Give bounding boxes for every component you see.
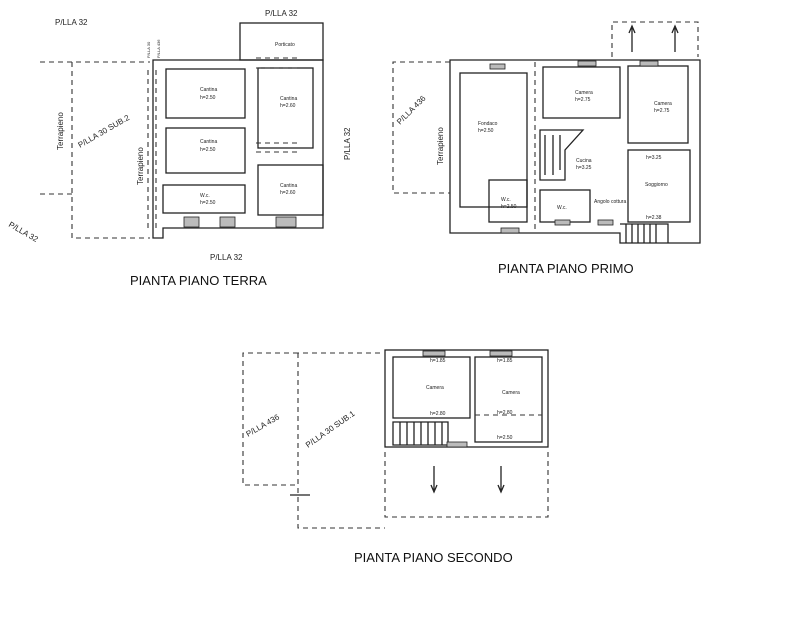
plan-title: PIANTA PIANO SECONDO (354, 550, 513, 565)
room-height: h=1.85 (497, 358, 513, 364)
room-height: h=2.50 (497, 435, 513, 441)
room-label: Camera (426, 385, 444, 391)
room-soggiorno (627, 149, 691, 223)
room-label: W.c. (557, 205, 567, 211)
window (554, 219, 571, 226)
room-wc (488, 179, 528, 223)
room-label: W.c. (200, 193, 210, 199)
room-height: h=2.75 (654, 108, 670, 114)
label-terrapieno: Terrapieno (436, 127, 445, 165)
label-plla-30-sub1: P/LLA 30 SUB.1 (304, 409, 357, 450)
room-label: Camera (502, 390, 520, 396)
label-plla-436: P/LLA 436 (245, 412, 282, 439)
room-label: Fondaco (478, 121, 498, 127)
room-camera-2 (474, 356, 543, 443)
room-label: Soggiorno (645, 182, 668, 188)
label-plla: P/LLA 32 (55, 18, 88, 27)
window (183, 216, 200, 228)
room-label: Camera (575, 90, 593, 96)
label-plla: P/LLA 32 (343, 127, 352, 160)
second-building-outline (384, 349, 549, 448)
room-height: h=2.50 (478, 128, 494, 134)
ground-building-outline (152, 59, 324, 239)
window (275, 216, 297, 228)
room-height: h=2.50 (200, 200, 216, 206)
ground-dashed-lines (40, 57, 300, 239)
plan-title: PIANTA PIANO PRIMO (498, 261, 634, 276)
room-label: Angolo cottura (594, 199, 626, 205)
room-height: h=2.50 (200, 95, 216, 101)
room-label: W.c. (501, 197, 511, 203)
window (446, 441, 468, 448)
room-camera-1 (542, 66, 621, 119)
room-height: h=3.25 (646, 155, 662, 161)
plan-ground-floor: P/LLA 32 P/LLA 32 P/LLA 32 P/LLA 32 P/LL… (7, 9, 352, 288)
label-plla: P/LLA 32 (210, 253, 243, 262)
label-plla-436: P/LLA 436 (395, 94, 428, 127)
window (219, 216, 236, 228)
label-plla: P/LLA 32 (265, 9, 298, 18)
staircase (539, 129, 585, 181)
room-label: Cucina (576, 158, 592, 164)
room-label: Cantina (280, 183, 297, 189)
room-height: h=2.80 (430, 411, 446, 417)
room-height: h=2.50 (501, 204, 517, 210)
window (577, 60, 597, 67)
room-height: h=2.75 (575, 97, 591, 103)
room-fondaco (459, 72, 528, 208)
room-height: h=1.85 (430, 358, 446, 364)
down-arrows-icon (290, 466, 505, 496)
room-wc (162, 184, 246, 214)
window (597, 219, 614, 226)
label-plla-30-sub2: P/LLA 30 SUB.2 (77, 113, 132, 150)
first-dashed-lines (392, 21, 699, 233)
room-cantina-4 (257, 164, 324, 216)
parcel-mark: P/LLA 30 (146, 41, 151, 58)
room-label: Camera (654, 101, 672, 107)
room-cantina-2 (165, 127, 246, 174)
room-height: h=2.60 (280, 103, 296, 109)
label-terrapieno: Terrapieno (136, 147, 145, 185)
window (500, 227, 520, 234)
room-height: h=2.38 (646, 215, 662, 221)
up-arrows-icon (628, 24, 679, 52)
second-dashed-lines (242, 352, 549, 529)
room-height: h=2.60 (280, 190, 296, 196)
room-height: h=2.50 (200, 147, 216, 153)
room-cantina-1 (165, 68, 246, 119)
room-camera-1 (392, 356, 471, 419)
room-label: Cantina (200, 87, 217, 93)
exterior-steps (620, 223, 669, 243)
first-building-outline (449, 59, 701, 244)
window (489, 63, 506, 70)
window (422, 350, 446, 357)
room-height: h=3.25 (576, 165, 592, 171)
room-label: Cantina (200, 139, 217, 145)
plan-second-floor: P/LLA 436 P/LLA 30 SUB.1 Camera h=1.85 h… (242, 349, 549, 565)
parcel-mark: P/LLA 436 (156, 39, 161, 58)
label-plla: P/LLA 32 (7, 220, 40, 244)
window (489, 350, 513, 357)
staircase (392, 421, 449, 446)
label-terrapieno: Terrapieno (56, 112, 65, 150)
window (639, 60, 659, 67)
room-label: Porticato (275, 42, 295, 48)
plan-title: PIANTA PIANO TERRA (130, 273, 267, 288)
room-label: Cantina (280, 96, 297, 102)
plan-first-floor: P/LLA 436 Terrapieno Fondaco h=2.50 W.c.… (392, 21, 701, 276)
room-height: h=2.80 (497, 410, 513, 416)
